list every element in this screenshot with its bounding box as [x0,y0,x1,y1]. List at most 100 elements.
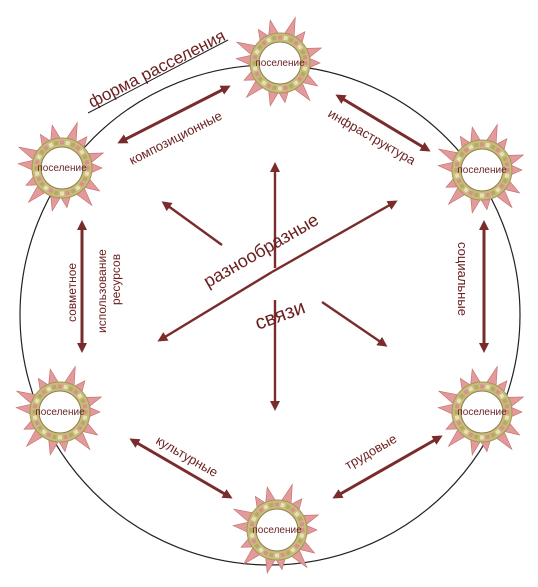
settlement-label-upper-left: поселение [37,163,87,174]
building-mark [468,386,474,392]
building-mark [84,171,90,177]
center-arrow-up-right [271,200,398,274]
building-mark [454,415,460,421]
title-underline [87,39,229,114]
settlement-label-bottom: поселение [252,525,302,536]
settlement-node-lower-left: поселение [15,365,103,456]
center-label-links: связи [252,296,308,334]
building-mark [82,176,88,182]
building-mark [300,71,306,77]
building-mark [254,511,260,517]
building-mark [252,61,257,65]
building-mark [480,142,484,147]
building-mark [53,190,59,196]
building-mark [46,386,52,392]
building-mark [34,159,40,165]
building-mark [463,147,469,153]
building-mark [80,420,86,426]
building-mark [249,533,255,539]
building-mark [77,393,83,399]
settlement-core [258,41,302,85]
building-mark [288,83,294,89]
building-mark [285,550,291,556]
building-mark [37,425,43,431]
building-mark [504,161,510,167]
building-mark [73,429,79,435]
building-mark [271,35,277,41]
building-mark [468,190,474,196]
edge-arrows [77,85,489,499]
building-mark [293,40,299,46]
building-mark [454,173,460,179]
building-mark [32,410,37,414]
building-mark [79,181,85,187]
building-mark [300,49,306,55]
building-mark [85,166,90,170]
building-mark [68,432,74,438]
building-mark [293,80,299,86]
building-mark [43,185,49,191]
building-mark [502,398,508,404]
building-mark [499,151,505,157]
building-mark [32,415,38,421]
building-mark [254,49,260,55]
building-mark [34,420,40,426]
building-mark [252,54,258,60]
building-mark [68,386,74,392]
building-mark [299,533,305,539]
building-mark [65,140,71,146]
building-mark [60,140,64,145]
building-mark [266,37,272,43]
building-mark [485,142,491,148]
building-mark [63,434,69,440]
building-mark [290,547,296,553]
building-mark [459,425,465,431]
building-mark [299,521,305,527]
building-mark [456,156,462,162]
building-mark [39,181,45,187]
settlement-core [38,390,82,434]
settlement-label-upper-right: поселение [457,165,507,176]
building-mark [459,151,465,157]
building-mark [499,183,505,189]
building-mark [459,393,465,399]
building-mark [268,552,274,558]
building-mark [41,389,47,395]
building-mark [75,145,81,151]
building-mark [485,384,491,390]
settlement-rosette [235,16,323,107]
building-mark [294,543,300,549]
settlement-node-lower-right: поселение [437,365,525,456]
building-mark [463,429,469,435]
building-mark [502,420,508,426]
settlement-node-top: поселение [235,16,323,107]
building-mark [251,516,257,522]
building-mark [485,192,491,198]
building-mark [70,188,76,194]
building-mark [261,80,267,86]
building-mark [480,435,484,440]
building-mark [254,71,260,77]
label-joint-line3: ресурсов [109,254,123,305]
building-mark [473,142,479,148]
building-mark [34,171,40,177]
arrow-labor [332,435,443,499]
building-mark [39,149,45,155]
building-mark [41,429,47,435]
building-mark [84,159,90,165]
building-mark [79,149,85,155]
building-mark [36,176,42,182]
building-mark [258,547,264,553]
building-mark [283,85,289,91]
building-mark [459,183,465,189]
building-mark [77,425,83,431]
building-mark [280,502,286,508]
building-mark [263,504,269,510]
building-mark [70,142,76,148]
settlement-node-upper-right: поселение [437,123,525,214]
building-mark [456,398,462,404]
building-mark [36,154,42,160]
arrow-compositional [117,85,231,144]
building-mark [456,178,462,184]
building-mark [53,140,59,146]
